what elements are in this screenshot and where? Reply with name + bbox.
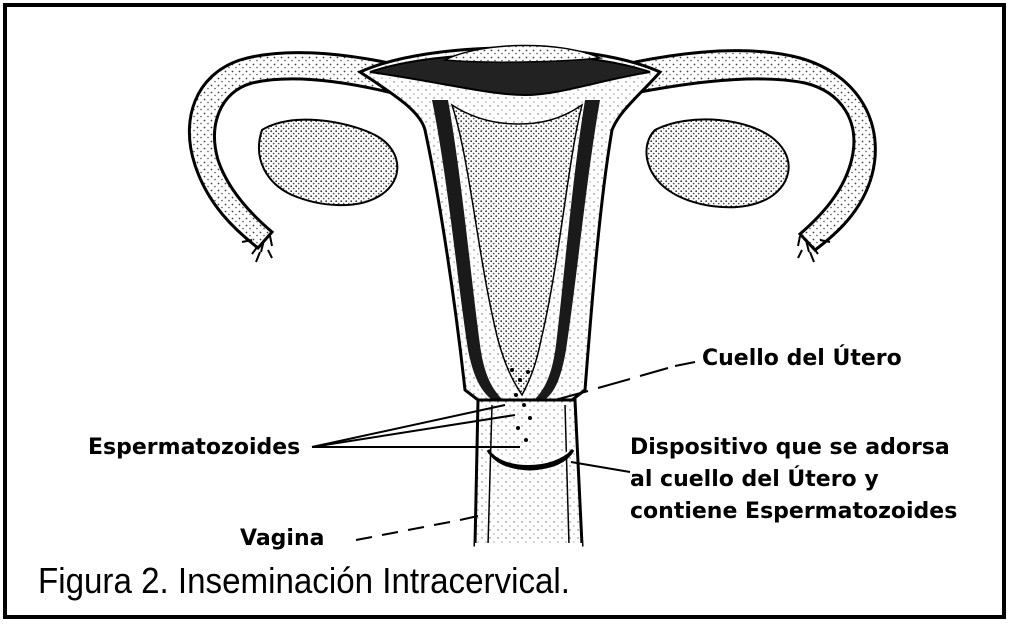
label-sperm: Espermatozoides <box>88 434 300 461</box>
figure-caption: Figura 2. Inseminación Intracervical. <box>38 560 570 602</box>
label-cervix: Cuello del Útero <box>702 345 902 372</box>
right-ovary <box>646 119 788 207</box>
label-device-line3: contiene Espermatozoides <box>630 498 957 525</box>
label-vagina: Vagina <box>240 525 324 552</box>
left-ovary <box>259 120 397 205</box>
label-device-line2: al cuello del Útero y <box>630 466 879 493</box>
label-device-line1: Dispositivo que se adorsa <box>630 434 950 461</box>
